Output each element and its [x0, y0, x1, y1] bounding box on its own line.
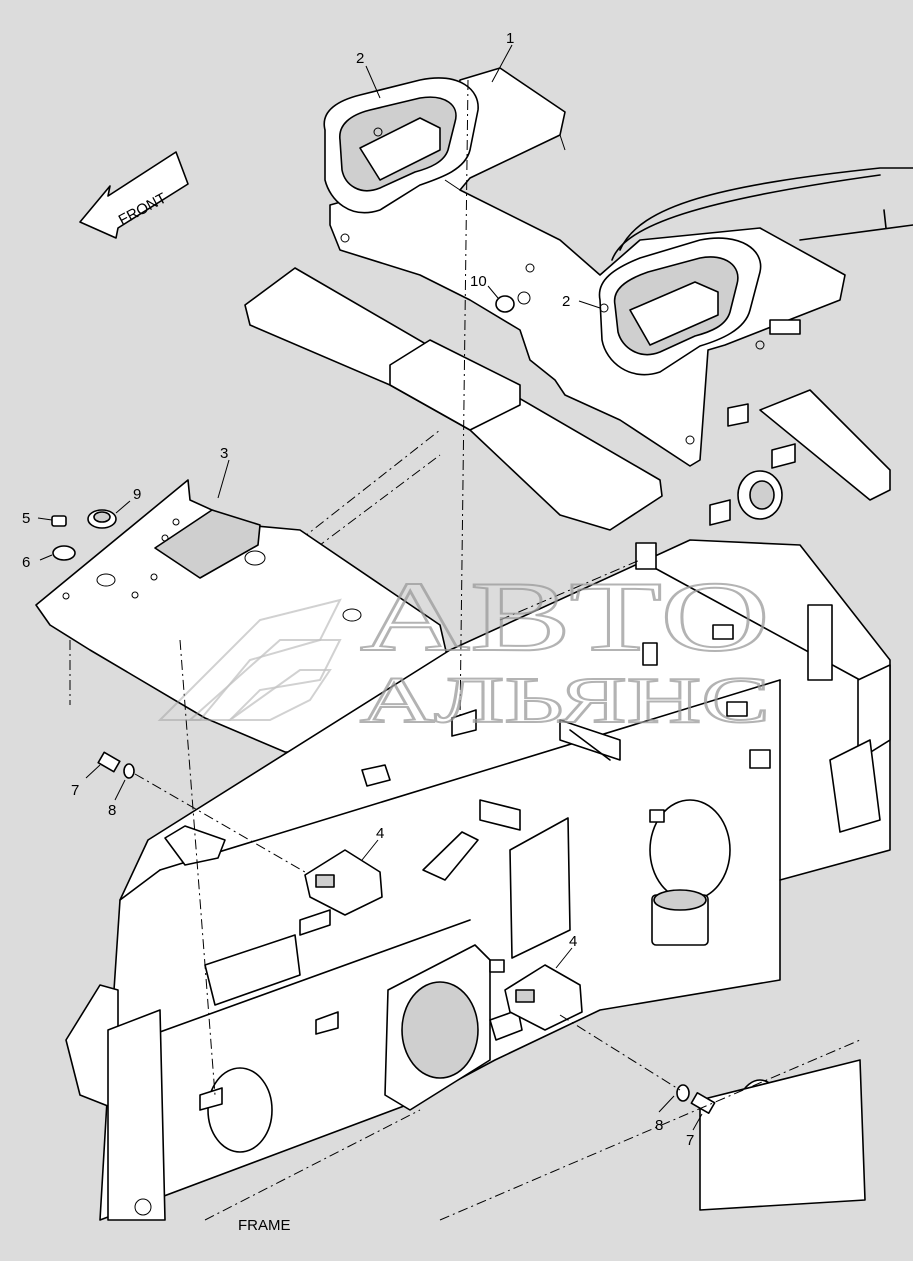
callout-9: 9: [133, 486, 141, 503]
callout-5: 5: [22, 510, 30, 527]
frame-label: FRAME: [238, 1217, 291, 1234]
crossmember: [244, 267, 663, 561]
watermark-line1: АВТО: [360, 561, 770, 672]
part-8-washer-right: [676, 1084, 690, 1102]
front-arrow-icon: FRONT: [79, 151, 189, 239]
callout-6: 6: [22, 554, 30, 571]
callouts: 1 2 2 10 3 9 5 6 7 8 4 4 8 7: [22, 30, 694, 1149]
leader-lines: [39, 44, 703, 1131]
callout-7-right: 7: [686, 1132, 694, 1149]
callout-3: 3: [220, 445, 228, 462]
part-2-handle-right: [598, 237, 762, 376]
watermark-line2: АЛЬЯНС: [360, 664, 770, 737]
cab-outline: [611, 167, 913, 261]
part-8-washer-left: [114, 763, 135, 801]
callout-2-right: 2: [562, 293, 570, 310]
part-7-bolt-left: [85, 751, 121, 779]
part-2-handle-left: [323, 77, 479, 214]
part-5-plug: [37, 515, 67, 527]
watermark: АВТО АЛЬЯНС: [157, 560, 771, 738]
callout-2-left: 2: [356, 50, 364, 67]
callout-8-left: 8: [108, 802, 116, 819]
callout-4-lower: 4: [569, 933, 577, 950]
callout-1: 1: [506, 30, 514, 47]
callout-4-upper: 4: [376, 825, 384, 842]
part-9-grommet: [87, 500, 131, 529]
part-6-washer: [52, 545, 76, 561]
part-7-bolt-right: [690, 1092, 716, 1114]
callout-10: 10: [470, 273, 487, 290]
callout-7-left: 7: [71, 782, 79, 799]
main-frame: [65, 389, 891, 1221]
watermark-logo-icon: [157, 598, 342, 721]
assembly-lines: [134, 79, 861, 1221]
part-10-grommet: [495, 295, 515, 313]
part-4-mount-lower: [504, 964, 583, 1031]
part-4-mount-upper: [304, 849, 383, 916]
callout-8-right: 8: [655, 1117, 663, 1134]
